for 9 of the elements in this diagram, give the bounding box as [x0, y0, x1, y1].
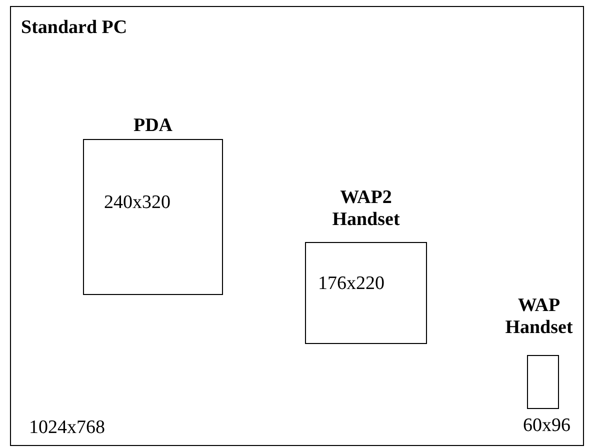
- device-heading: WAP2 Handset: [331, 187, 401, 231]
- screen-heading: Standard PC: [21, 17, 128, 39]
- screen-frame: [10, 6, 584, 446]
- resolution-label: 60x96: [523, 415, 570, 437]
- resolution-label: 176x220: [318, 273, 384, 295]
- device-heading: WAP Handset: [504, 295, 574, 339]
- resolution-label: 1024x768: [29, 417, 105, 439]
- resolution-label: 240x320: [104, 192, 170, 214]
- device-heading: PDA: [132, 115, 174, 137]
